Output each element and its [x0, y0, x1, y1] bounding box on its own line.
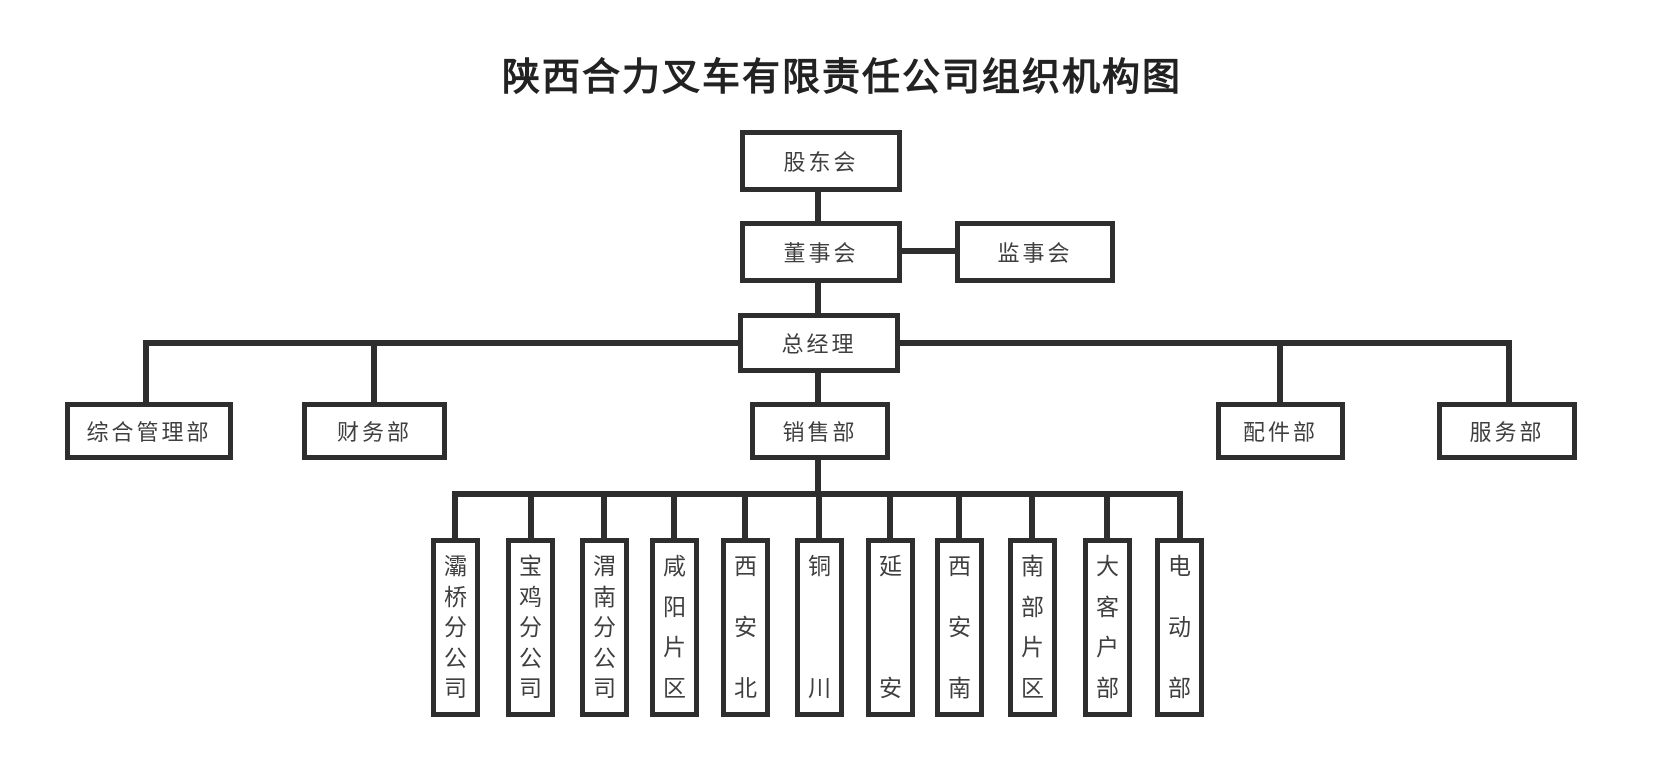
connector-gm-rail-left	[143, 340, 742, 346]
branch-label: 大客户部	[1096, 554, 1119, 701]
connector-drop-branch-6	[816, 491, 822, 540]
branch-label: 电动部	[1168, 554, 1191, 701]
connector-drop-branch-11	[1177, 491, 1183, 540]
connector-drop-branch-4	[671, 491, 677, 540]
connector-drop-branch-10	[1104, 491, 1110, 540]
node-branch-south-area: 南部片区	[1008, 538, 1057, 717]
node-supervisory-board: 监事会	[955, 221, 1115, 283]
branch-label: 铜川	[808, 554, 831, 701]
node-shareholders-meeting: 股东会	[740, 130, 902, 192]
connector-gm-rail-right	[896, 340, 1512, 346]
connector-drop-branch-8	[956, 491, 962, 540]
connector-sales-rail	[815, 458, 821, 494]
connector-board-supervisory	[898, 248, 958, 254]
connector-drop-branch-3	[601, 491, 607, 540]
node-dept-finance: 财务部	[302, 402, 447, 460]
node-branch-baoji: 宝鸡分公司	[506, 538, 555, 717]
branch-label: 渭南分公司	[593, 554, 616, 701]
chart-title: 陕西合力叉车有限责任公司组织机构图	[501, 57, 1182, 99]
connector-drop-branch-2	[528, 491, 534, 540]
node-branch-weinan: 渭南分公司	[580, 538, 629, 717]
branch-label: 灞桥分公司	[444, 554, 467, 701]
connector-drop-branch-9	[1029, 491, 1035, 540]
node-branch-baqiao: 灞桥分公司	[431, 538, 480, 717]
node-board-of-directors: 董事会	[740, 221, 902, 283]
branch-label: 西安南	[948, 554, 971, 701]
connector-drop-finance	[371, 340, 377, 404]
node-branch-xian-north: 西安北	[721, 538, 770, 717]
branch-label: 延安	[879, 554, 902, 701]
branch-label: 宝鸡分公司	[519, 554, 542, 701]
node-branch-yanan: 延安	[866, 538, 915, 717]
connector-gm-sales	[815, 373, 821, 404]
connector-drop-branch-5	[742, 491, 748, 540]
connector-drop-service	[1506, 340, 1512, 404]
connector-drop-parts	[1277, 340, 1283, 404]
connector-drop-branch-7	[887, 491, 893, 540]
connector-drop-branch-1	[452, 491, 458, 540]
node-dept-general-admin: 综合管理部	[65, 402, 233, 460]
branch-label: 咸阳片区	[663, 554, 686, 701]
node-dept-service: 服务部	[1437, 402, 1577, 460]
connector-shareholders-board	[815, 190, 821, 223]
node-branch-electric: 电动部	[1155, 538, 1204, 717]
node-branch-xianyang-area: 咸阳片区	[650, 538, 699, 717]
node-branch-key-accounts: 大客户部	[1083, 538, 1132, 717]
branch-label: 西安北	[734, 554, 757, 701]
node-general-manager: 总经理	[738, 313, 900, 373]
node-branch-tongchuan: 铜川	[795, 538, 844, 717]
node-branch-xian-south: 西安南	[935, 538, 984, 717]
connector-drop-general-admin	[143, 340, 149, 404]
branch-label: 南部片区	[1021, 554, 1044, 701]
connector-board-gm	[815, 281, 821, 315]
node-dept-parts: 配件部	[1216, 402, 1345, 460]
node-dept-sales: 销售部	[750, 402, 890, 460]
